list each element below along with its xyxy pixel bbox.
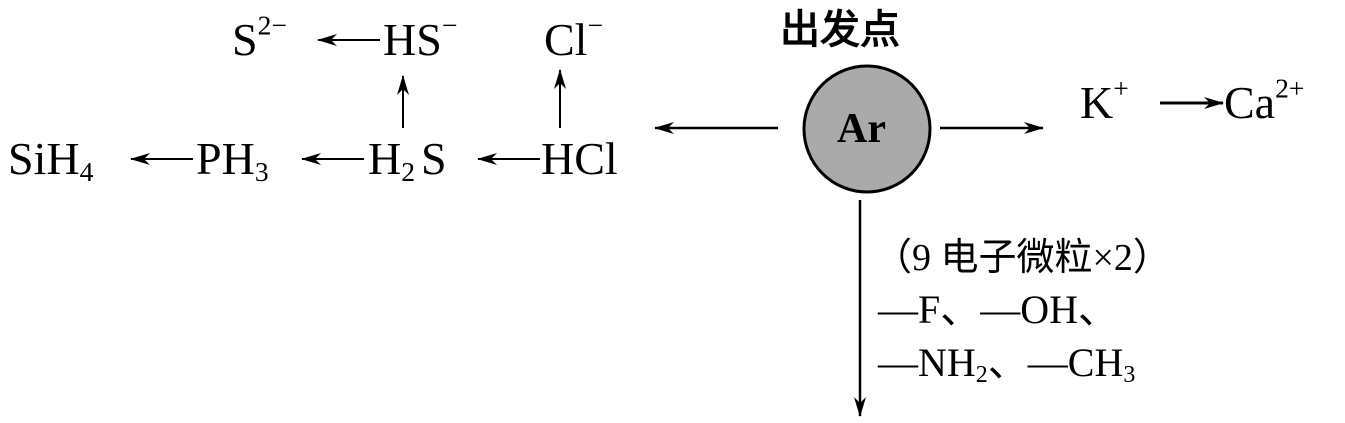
sih4-symbol: SiH [8,133,80,184]
groups-line-2: —NH2、—CH3 [878,340,1135,388]
nh-subscript: 2 [975,362,988,388]
nine-electron-note: （9 电子微粒×2） [874,237,1171,279]
s2-charge: 2− [257,9,287,41]
ch-group: 、—CH [987,340,1124,385]
nh-group: —NH [878,340,976,385]
ar-circle [802,64,932,194]
hs-symbol: HS [383,14,442,65]
cl-symbol: Cl [544,14,588,65]
ph3-subscript: 3 [254,155,269,187]
cl-charge: − [587,9,604,41]
k-ion: K+ [1080,74,1129,128]
ca-symbol: Ca [1224,77,1276,128]
ch-subscript: 3 [1123,362,1136,388]
ph3-molecule: PH3 [196,133,269,186]
h2s-h-symbol: H [368,133,402,184]
k-charge: + [1113,72,1129,104]
s2-symbol: S [232,14,258,65]
groups-line-1: —F、—OH、 [878,287,1119,332]
ca-charge: 2+ [1275,72,1305,104]
starting-point-title: 出发点 [780,7,900,53]
hs-charge: − [441,9,458,41]
hcl-molecule: HCl [541,133,618,184]
h2s-s-symbol: S [421,133,447,184]
cl-ion: Cl− [544,11,603,65]
sih4-subscript: 4 [79,155,94,187]
hs-ion: HS− [383,11,457,65]
ph3-symbol: PH [196,133,255,184]
sih4-molecule: SiH4 [8,133,93,186]
ar-label: Ar [837,106,886,152]
ca-ion: Ca2+ [1224,74,1304,128]
k-symbol: K [1080,77,1114,128]
s2-ion: S2− [232,11,287,65]
h2s-subscript: 2 [401,155,416,187]
